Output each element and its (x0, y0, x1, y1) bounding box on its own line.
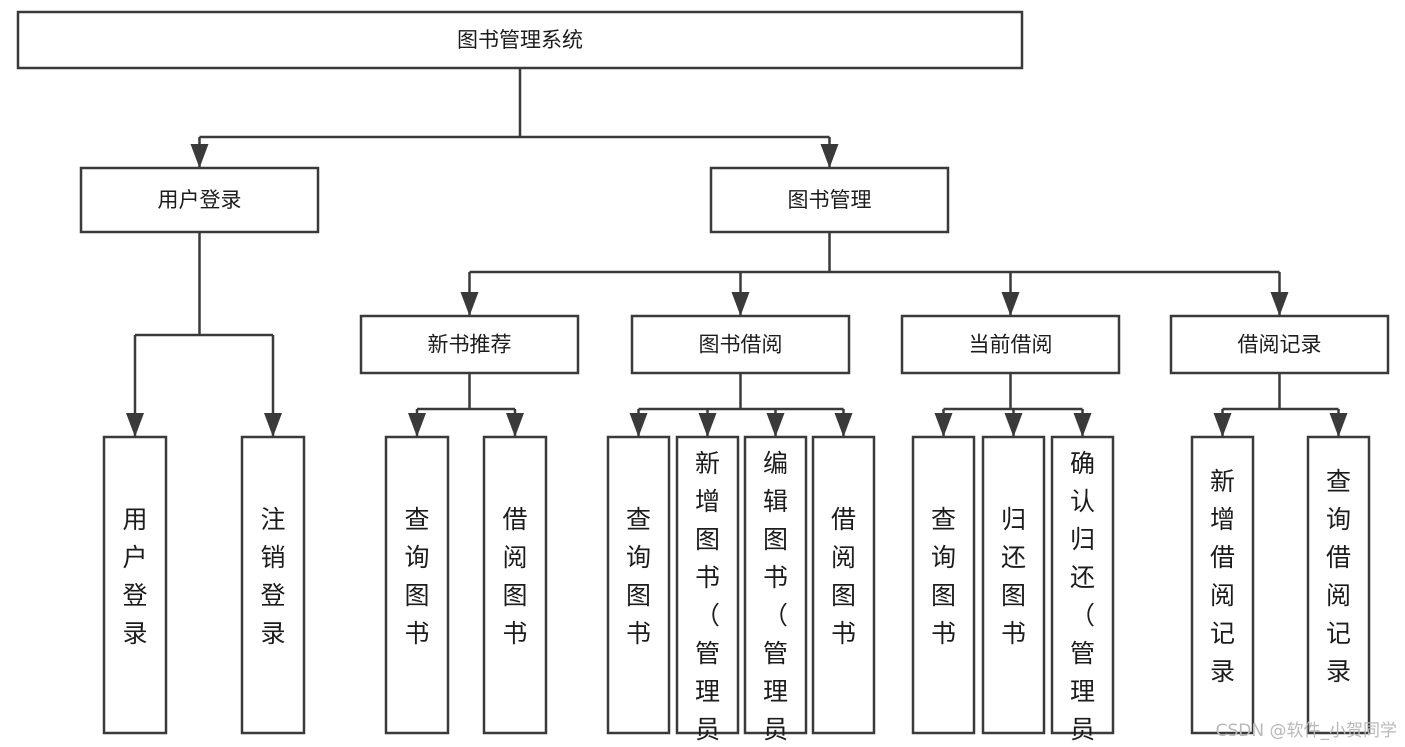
node-root[interactable]: 图书管理系统 (16, 10, 1024, 70)
node-leaf-query-book-borrow[interactable]: 查询图书 (606, 435, 671, 735)
node-label-leaf-query-book-borrow: 查询图书 (626, 505, 651, 648)
node-box-leaf-add-book-admin[interactable] (675, 435, 740, 735)
csdn-watermark: CSDN @软件_小贺同学 (1215, 721, 1397, 741)
node-label-leaf-user-login: 用户登录 (122, 505, 147, 648)
arrow-down-icon-leaf-user-login (126, 413, 144, 437)
node-box-leaf-query-book-recommend[interactable] (384, 435, 450, 735)
node-label-leaf-edit-book-admin: 编辑图书（管理员） (763, 449, 788, 747)
node-box-leaf-logout-login[interactable] (240, 435, 306, 735)
node-box-borrow-record[interactable] (1169, 314, 1390, 375)
arrow-down-icon-user-login (190, 144, 209, 168)
node-box-new-book-recommend[interactable] (359, 314, 580, 375)
node-box-leaf-query-book-current[interactable] (911, 435, 976, 735)
node-box-book-borrow[interactable] (630, 314, 851, 375)
node-box-leaf-edit-book-admin[interactable] (743, 435, 808, 735)
arrow-down-icon-leaf-query-book-borrow (629, 413, 648, 437)
node-label-leaf-query-book-recommend: 查询图书 (404, 505, 429, 648)
arrow-down-icon-leaf-add-borrow-record (1213, 413, 1232, 437)
node-label-leaf-add-borrow-record: 新增借阅记录 (1210, 467, 1235, 686)
arrow-down-icon-leaf-add-book-admin (698, 413, 717, 437)
arrow-down-icon-borrow-record (1270, 292, 1289, 316)
node-label-current-borrow: 当前借阅 (969, 333, 1053, 357)
node-label-root: 图书管理系统 (457, 28, 583, 52)
node-label-new-book-recommend: 新书推荐 (428, 333, 512, 357)
node-leaf-query-book-current[interactable]: 查询图书 (911, 435, 976, 735)
arrow-down-icon-leaf-query-book-recommend (408, 413, 426, 437)
node-leaf-borrow-book[interactable]: 借阅图书 (811, 435, 876, 735)
node-leaf-borrow-book-recommend[interactable]: 借阅图书 (482, 435, 548, 735)
node-leaf-logout-login[interactable]: 注销登录 (240, 435, 306, 735)
node-box-current-borrow[interactable] (900, 314, 1121, 375)
node-leaf-edit-book-admin[interactable]: 编辑图书（管理员） (743, 435, 808, 747)
connectors-layer (126, 68, 1348, 437)
arrow-down-icon-leaf-confirm-return-admin (1073, 413, 1092, 437)
node-label-leaf-query-borrow-record: 查询借阅记录 (1326, 467, 1351, 686)
node-current-borrow[interactable]: 当前借阅 (900, 314, 1121, 375)
node-box-leaf-return-book[interactable] (981, 435, 1046, 735)
node-box-leaf-query-borrow-record[interactable] (1306, 435, 1371, 735)
arrow-down-icon-leaf-query-book-current (934, 413, 953, 437)
arrow-down-icon-leaf-edit-book-admin (766, 413, 785, 437)
node-new-book-recommend[interactable]: 新书推荐 (359, 314, 580, 375)
arrow-down-icon-leaf-borrow-book (834, 413, 853, 437)
node-leaf-user-login[interactable]: 用户登录 (102, 435, 168, 735)
node-label-book-management: 图书管理 (788, 188, 872, 212)
node-leaf-query-borrow-record[interactable]: 查询借阅记录 (1306, 435, 1371, 735)
node-borrow-record[interactable]: 借阅记录 (1169, 314, 1390, 375)
node-leaf-confirm-return-admin[interactable]: 确认归还（管理员） (1050, 435, 1115, 747)
node-label-leaf-borrow-book-recommend: 借阅图书 (502, 505, 527, 648)
node-label-leaf-query-book-current: 查询图书 (931, 505, 956, 648)
node-label-borrow-record: 借阅记录 (1238, 333, 1322, 357)
node-box-leaf-borrow-book[interactable] (811, 435, 876, 735)
node-box-user-login[interactable] (79, 166, 320, 234)
node-user-login[interactable]: 用户登录 (79, 166, 320, 234)
node-box-root[interactable] (16, 10, 1024, 70)
arrow-down-icon-book-management (820, 144, 839, 168)
arrow-down-icon-leaf-borrow-book-recommend (506, 413, 524, 437)
node-leaf-return-book[interactable]: 归还图书 (981, 435, 1046, 735)
arrow-down-icon-new-book-recommend (460, 292, 479, 316)
arrow-down-icon-leaf-logout-login (264, 413, 282, 437)
node-label-leaf-confirm-return-admin: 确认归还（管理员） (1070, 449, 1095, 747)
node-leaf-query-book-recommend[interactable]: 查询图书 (384, 435, 450, 735)
arrow-down-icon-leaf-return-book (1004, 413, 1023, 437)
node-leaf-add-borrow-record[interactable]: 新增借阅记录 (1190, 435, 1255, 735)
node-leaf-add-book-admin[interactable]: 新增图书（管理员） (675, 435, 740, 747)
arrow-down-icon-leaf-query-borrow-record (1329, 413, 1348, 437)
arrow-down-icon-book-borrow (731, 292, 750, 316)
node-box-leaf-user-login[interactable] (102, 435, 168, 735)
node-box-leaf-confirm-return-admin[interactable] (1050, 435, 1115, 735)
node-book-borrow[interactable]: 图书借阅 (630, 314, 851, 375)
node-box-book-management[interactable] (709, 166, 950, 234)
node-box-leaf-borrow-book-recommend[interactable] (482, 435, 548, 735)
node-label-leaf-borrow-book: 借阅图书 (831, 505, 856, 648)
node-label-leaf-logout-login: 注销登录 (260, 505, 285, 648)
node-label-user-login: 用户登录 (158, 188, 242, 212)
node-box-leaf-query-book-borrow[interactable] (606, 435, 671, 735)
arrow-down-icon-current-borrow (1001, 292, 1020, 316)
node-box-leaf-add-borrow-record[interactable] (1190, 435, 1255, 735)
node-label-leaf-return-book: 归还图书 (1001, 505, 1026, 648)
node-book-management[interactable]: 图书管理 (709, 166, 950, 234)
node-label-book-borrow: 图书借阅 (699, 333, 783, 357)
nodes-layer: 图书管理系统用户登录图书管理新书推荐图书借阅当前借阅借阅记录用户登录注销登录查询… (16, 10, 1390, 747)
node-label-leaf-add-book-admin: 新增图书（管理员） (695, 449, 720, 747)
